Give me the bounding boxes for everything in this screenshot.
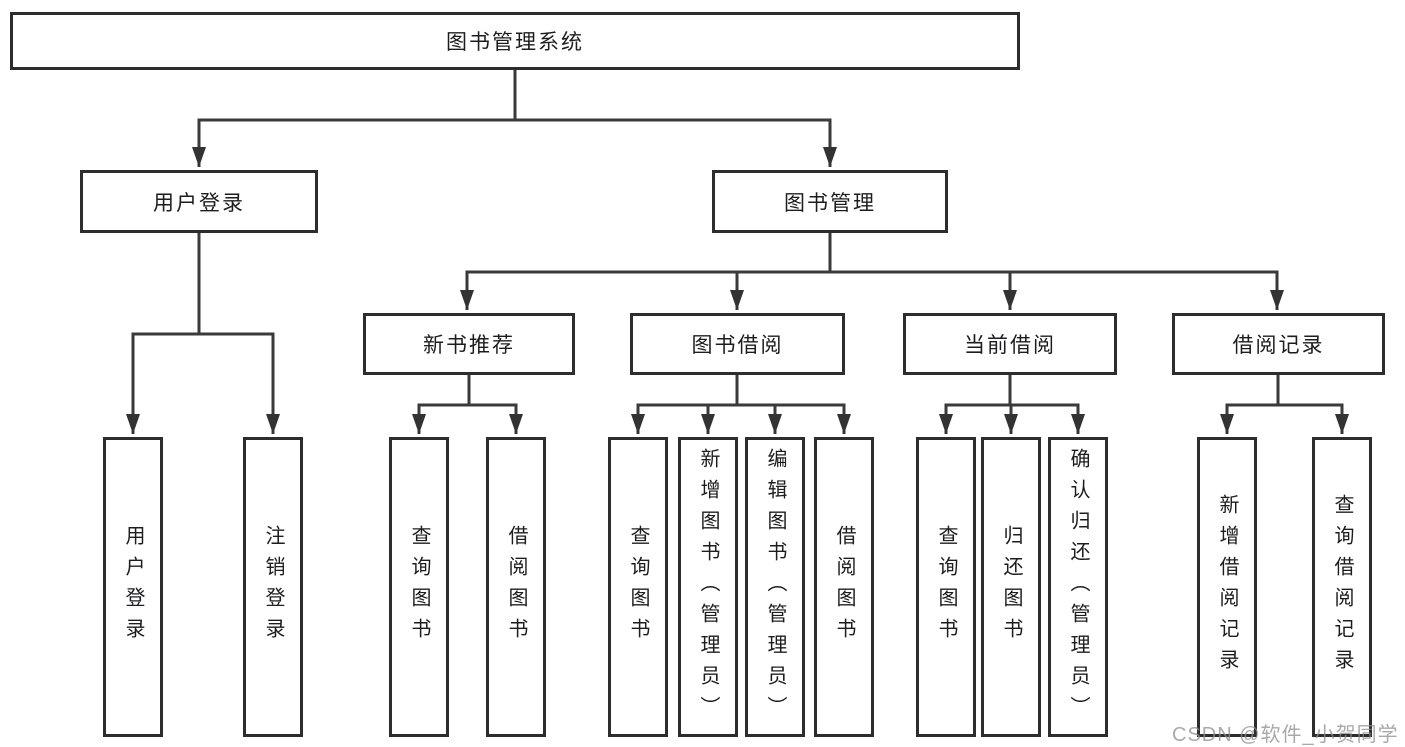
node-label: 图书管理系统 — [446, 31, 584, 54]
leaf-borrow-books: 借阅图书 — [814, 437, 874, 737]
node-label: 用户登录 — [122, 525, 144, 649]
connector-book-borrowing-to-leaves — [631, 375, 851, 434]
leaf-borrow-books-recommend: 借阅图书 — [486, 437, 546, 737]
node-user-login: 用户登录 — [80, 170, 318, 233]
node-label: 查询图书 — [408, 525, 430, 649]
node-book-management: 图书管理 — [712, 170, 948, 233]
node-library-management-system: 图书管理系统 — [10, 12, 1020, 70]
connector-new-book-to-leaves — [412, 375, 523, 434]
leaf-query-books-current: 查询图书 — [916, 437, 976, 737]
node-book-borrowing: 图书借阅 — [630, 313, 845, 375]
node-label: 注销登录 — [262, 525, 284, 649]
node-label: 图书管理 — [784, 191, 876, 215]
node-borrowing-records: 借阅记录 — [1172, 313, 1385, 375]
node-label: 借阅图书 — [833, 525, 855, 649]
node-label: 借阅图书 — [505, 525, 527, 649]
leaf-edit-books-admin: 编辑图书（管理员） — [745, 437, 805, 737]
leaf-return-books: 归还图书 — [981, 437, 1041, 737]
node-label: 新书推荐 — [423, 334, 515, 357]
leaf-query-borrow-record: 查询借阅记录 — [1312, 437, 1372, 737]
leaf-add-borrow-record: 新增借阅记录 — [1197, 437, 1257, 737]
leaf-user-login: 用户登录 — [103, 437, 163, 737]
node-new-book-recommendation: 新书推荐 — [363, 313, 575, 375]
node-label: 编辑图书（管理员） — [764, 447, 786, 727]
leaf-query-books-recommend: 查询图书 — [389, 437, 449, 737]
node-label: 图书借阅 — [691, 334, 784, 357]
node-label: 借阅记录 — [1232, 334, 1325, 357]
node-label: 归还图书 — [1000, 525, 1022, 649]
connector-current-borrowing-to-leaves — [939, 375, 1085, 434]
node-label: 查询借阅记录 — [1331, 494, 1353, 680]
node-label: 新增借阅记录 — [1216, 494, 1238, 680]
leaf-logout: 注销登录 — [243, 437, 303, 737]
leaf-query-books-borrowing: 查询图书 — [608, 437, 668, 737]
node-label: 查询图书 — [935, 525, 957, 649]
node-label: 确认归还（管理员） — [1067, 447, 1089, 727]
node-label: 用户登录 — [153, 191, 245, 215]
connector-borrow-records-to-leaves — [1220, 375, 1349, 434]
node-label: 新增图书（管理员） — [697, 447, 719, 727]
csdn-watermark: CSDN @软件_小贺同学 — [1172, 724, 1399, 746]
node-current-borrowing: 当前借阅 — [903, 313, 1117, 375]
connector-user-login-to-leaves — [126, 233, 280, 434]
connector-book-management-to-level3 — [460, 233, 1284, 310]
leaf-add-books-admin: 新增图书（管理员） — [678, 437, 738, 737]
node-label: 查询图书 — [627, 525, 649, 649]
node-label: 当前借阅 — [964, 334, 1056, 357]
connector-root-to-level2 — [192, 70, 837, 167]
leaf-confirm-return-admin: 确认归还（管理员） — [1048, 437, 1108, 737]
